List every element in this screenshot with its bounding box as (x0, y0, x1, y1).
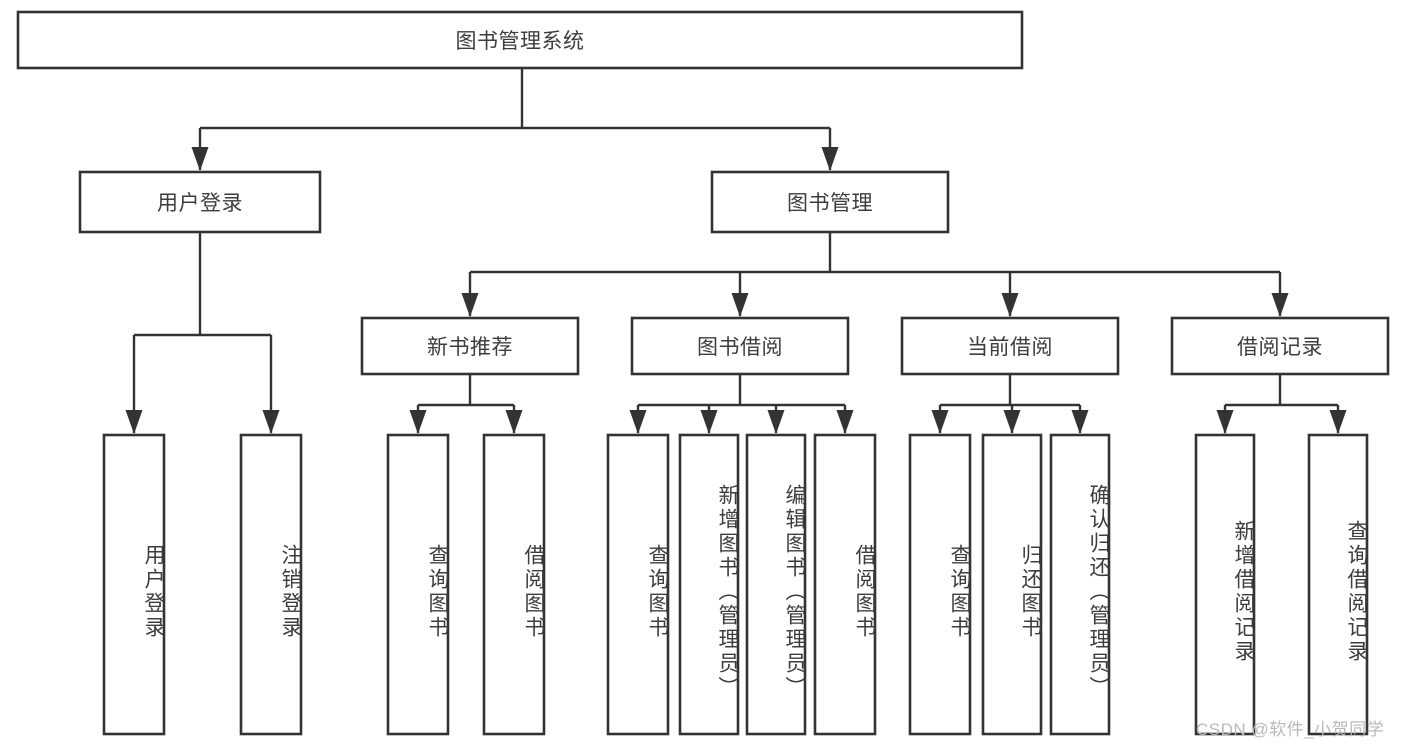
boxes-layer (16, 10, 1390, 736)
node-box-current[interactable] (900, 316, 1120, 376)
node-box-leaf-bo-borrow[interactable] (813, 433, 877, 736)
arrow-head-icon (262, 410, 280, 434)
arrow-head-icon (1071, 410, 1089, 434)
arrow-head-icon (767, 410, 785, 434)
node-box-leaf-cu-return[interactable] (981, 433, 1043, 736)
arrow-head-icon (629, 410, 647, 434)
arrow-head-icon (191, 147, 209, 171)
arrow-head-icon (1001, 293, 1019, 317)
node-box-login[interactable] (78, 170, 322, 234)
arrow-head-icon (1329, 410, 1347, 434)
node-box-root[interactable] (16, 10, 1024, 70)
node-box-leaf-bo-edit[interactable] (745, 433, 807, 736)
arrow-head-icon (1271, 293, 1289, 317)
node-box-leaf-user-login[interactable] (102, 433, 166, 736)
node-box-leaf-re-query[interactable] (1307, 433, 1369, 736)
node-box-borrow[interactable] (630, 316, 850, 376)
node-box-leaf-bo-query[interactable] (606, 433, 670, 736)
node-box-newbook[interactable] (360, 316, 580, 376)
node-box-leaf-nb-query[interactable] (386, 433, 450, 736)
csdn-watermark: CSDN @软件_小贺同学 (1196, 720, 1385, 739)
node-box-leaf-bo-add[interactable] (678, 433, 740, 736)
node-box-leaf-cu-confirm[interactable] (1049, 433, 1111, 736)
edges-layer (125, 68, 1347, 434)
arrow-head-icon (409, 410, 427, 434)
node-box-leaf-cu-query[interactable] (908, 433, 972, 736)
arrow-head-icon (461, 293, 479, 317)
node-box-leaf-nb-borrow[interactable] (482, 433, 546, 736)
node-box-leaf-user-logout[interactable] (239, 433, 303, 736)
node-box-records[interactable] (1170, 316, 1390, 376)
node-box-leaf-re-add[interactable] (1194, 433, 1256, 736)
arrow-head-icon (505, 410, 523, 434)
arrow-head-icon (931, 410, 949, 434)
node-box-bookmgmt[interactable] (710, 170, 950, 234)
arrow-head-icon (731, 293, 749, 317)
arrow-head-icon (836, 410, 854, 434)
arrow-head-icon (125, 410, 143, 434)
arrow-head-icon (1216, 410, 1234, 434)
arrow-head-icon (700, 410, 718, 434)
arrow-head-icon (821, 147, 839, 171)
arrow-head-icon (1003, 410, 1021, 434)
